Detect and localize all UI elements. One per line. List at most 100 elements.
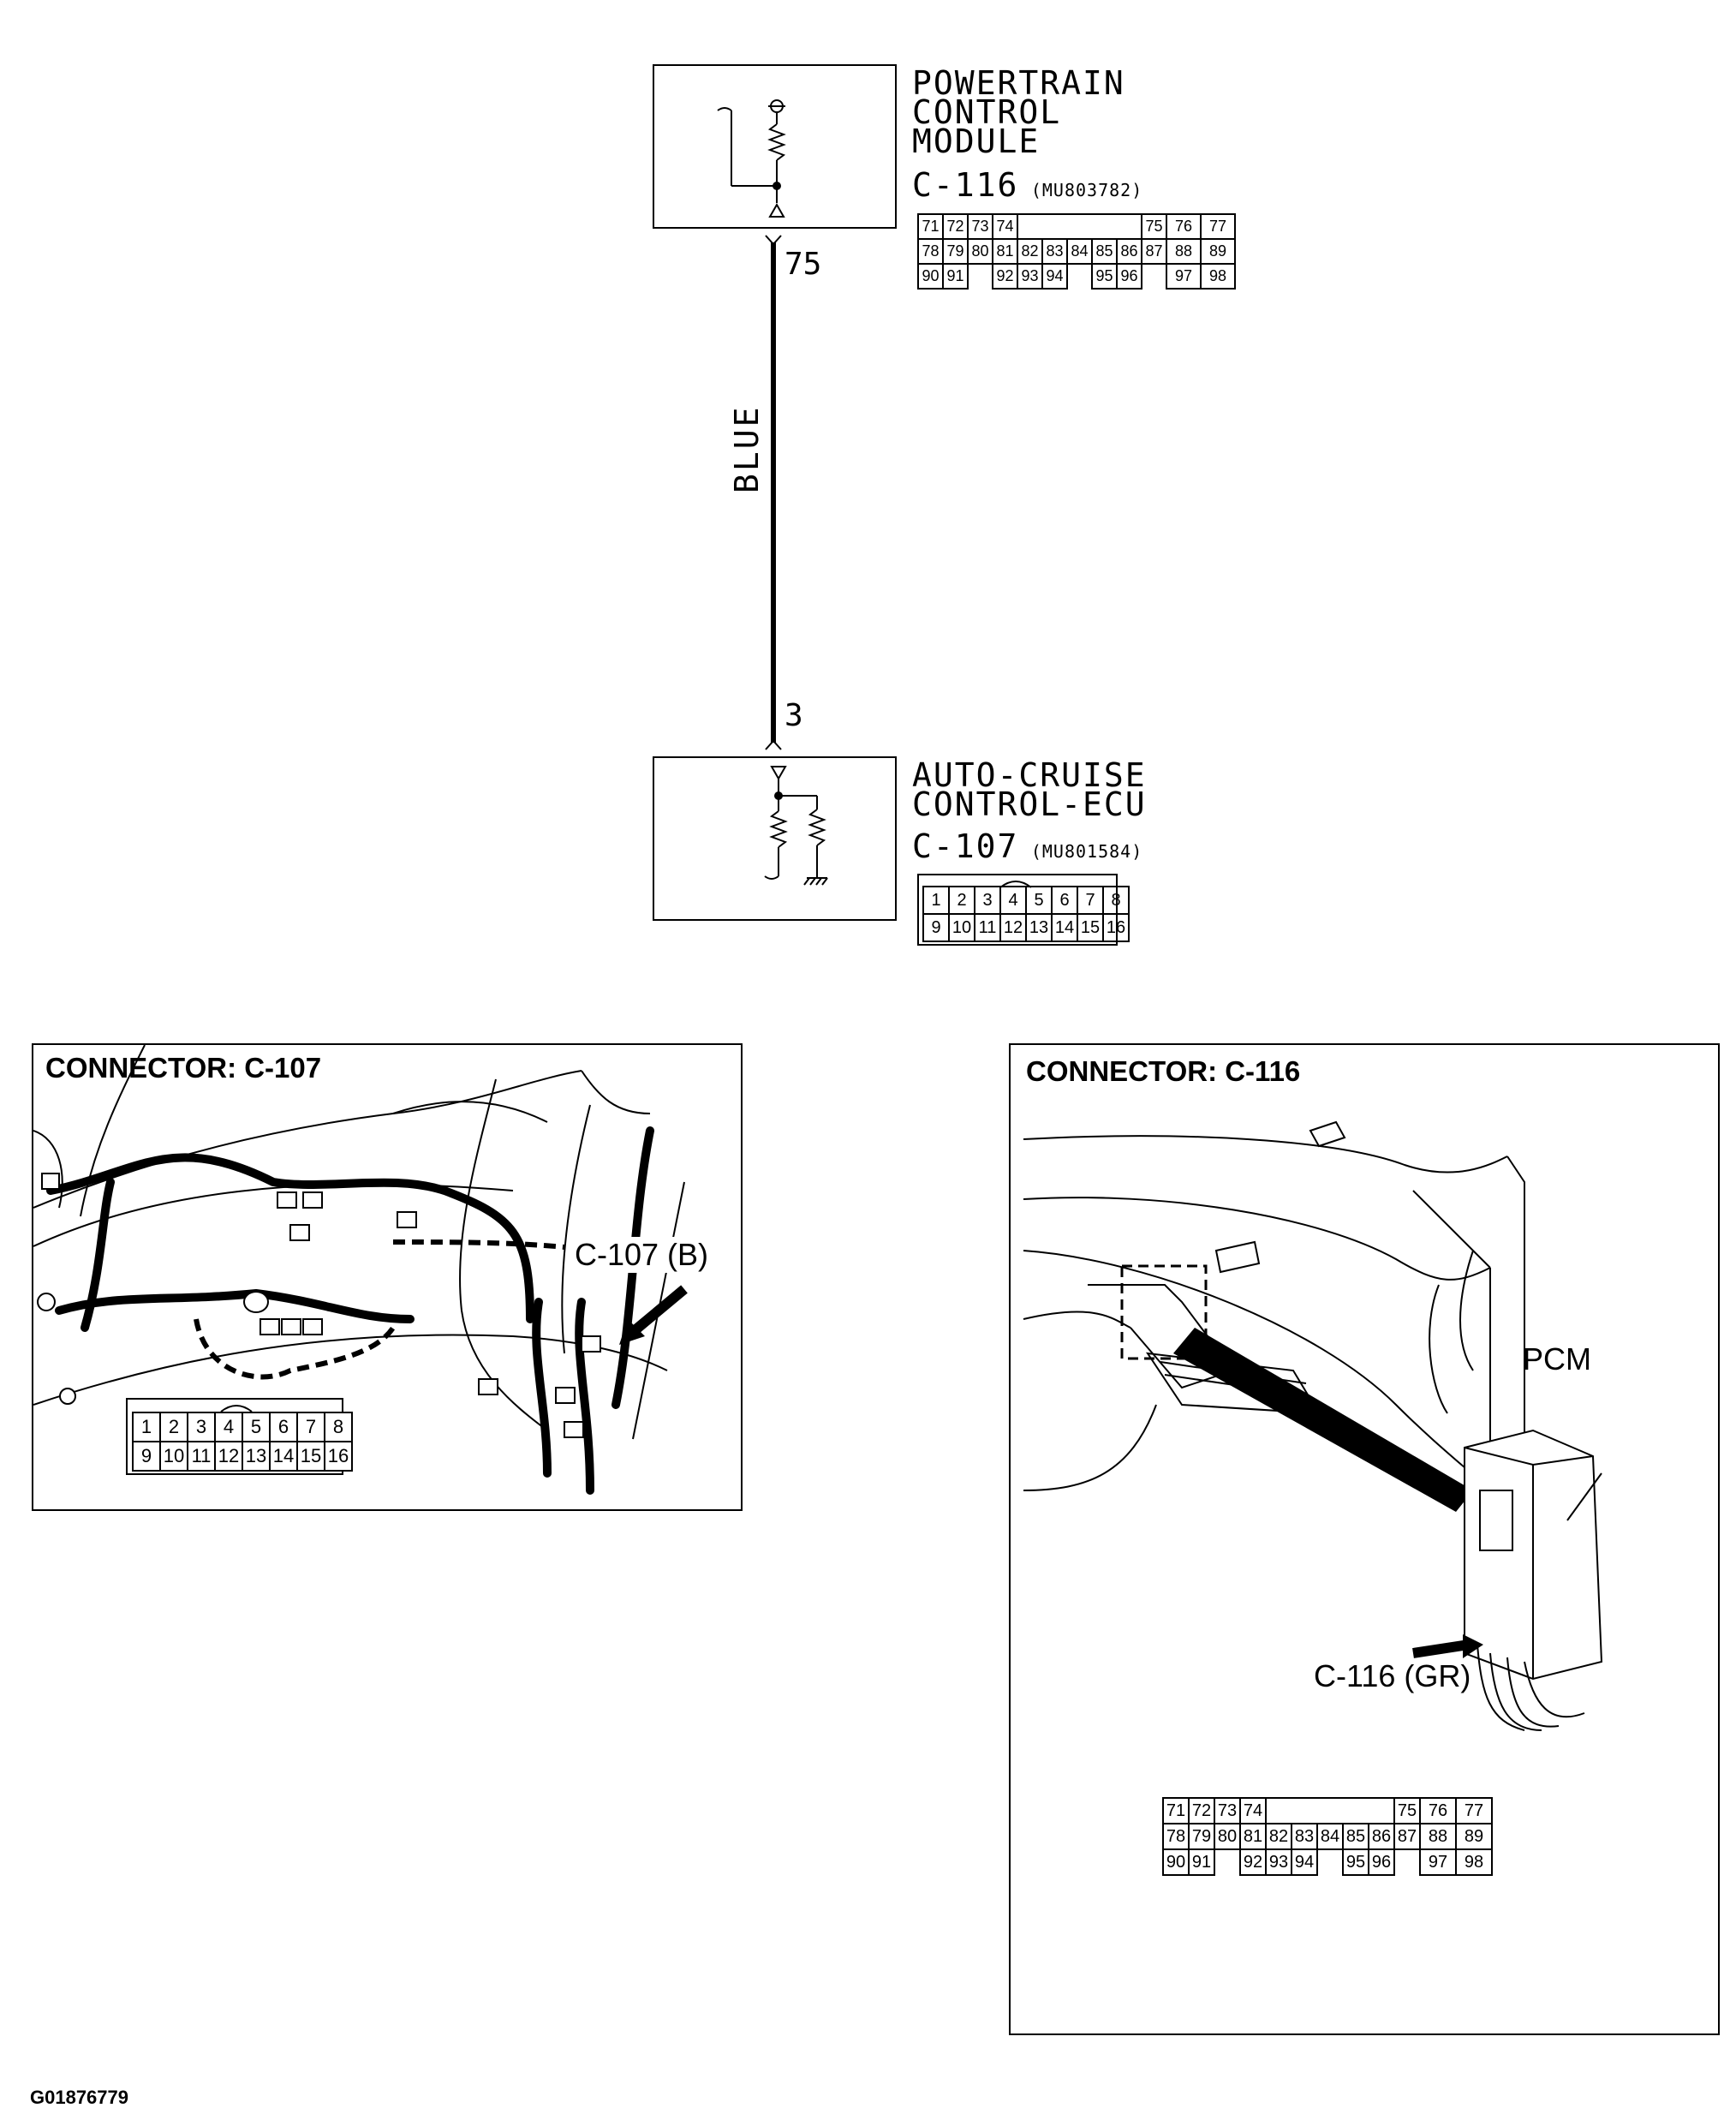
pin-cell: 92	[992, 263, 1018, 290]
ecu-internal-circuit	[764, 766, 828, 886]
ecu-connector-id: C-107	[912, 827, 1019, 865]
pin-cell: 75	[1141, 213, 1167, 240]
pin-cell: 80	[1214, 1823, 1241, 1850]
pin-cell: 11	[187, 1441, 216, 1472]
pin-cell: 87	[1393, 1823, 1421, 1850]
pin-cell: 78	[917, 238, 944, 265]
pin-cell-empty	[1317, 1797, 1343, 1824]
pin-cell: 82	[1017, 238, 1043, 265]
pcm-title-line-3: MODULE	[912, 122, 1041, 160]
pin-cell: 80	[967, 238, 993, 265]
pin-cell: 13	[242, 1441, 271, 1472]
pin-cell: 88	[1166, 238, 1202, 265]
pin-cell: 89	[1200, 238, 1236, 265]
pin-cell: 2	[159, 1412, 188, 1442]
pin-cell: 79	[1188, 1823, 1215, 1850]
pin-cell: 95	[1091, 263, 1118, 290]
c107-dashboard-harness-illustration	[33, 1045, 688, 1495]
c116-location-callout: C-116 (GR)	[1314, 1658, 1471, 1693]
pin-cell-empty	[1067, 213, 1092, 240]
ecu-title-line-2: CONTROL-ECU	[912, 785, 1147, 823]
c107-connector-lock-tab	[220, 1405, 253, 1412]
pin-cell: 92	[1239, 1848, 1267, 1876]
c116-panel-title: CONNECTOR: C-116	[1026, 1055, 1301, 1087]
connector-c107-panel: CONNECTOR: C-107	[32, 1043, 743, 1511]
pin-cell: 10	[159, 1441, 188, 1472]
pin-cell: 9	[132, 1441, 161, 1472]
pin-cell: 89	[1455, 1823, 1493, 1850]
pin-cell: 90	[917, 263, 944, 290]
pin-cell: 8	[1102, 886, 1130, 915]
pin-cell: 72	[1188, 1797, 1215, 1824]
pin-cell: 73	[1214, 1797, 1241, 1824]
pin-cell: 15	[296, 1441, 325, 1472]
pcm-part-number: (MU803782)	[1030, 180, 1143, 200]
pin-cell-empty	[1292, 1797, 1317, 1824]
pin-cell: 12	[999, 913, 1027, 942]
pin-cell-empty	[1092, 213, 1117, 240]
pin-cell: 97	[1419, 1848, 1457, 1876]
pin-cell: 78	[1162, 1823, 1190, 1850]
pcm-connector-label: C-116 (MU803782)	[912, 166, 1142, 204]
pin-cell: 82	[1265, 1823, 1292, 1850]
pin-cell: 6	[1051, 886, 1078, 915]
pin-cell-empty	[1067, 264, 1092, 289]
pin-cell: 71	[917, 213, 944, 240]
pin-cell: 83	[1291, 1823, 1318, 1850]
pin-cell-empty	[1117, 213, 1142, 240]
pcm-symbol-box	[653, 64, 897, 229]
pin-cell: 84	[1066, 238, 1093, 265]
pin-cell: 76	[1419, 1797, 1457, 1824]
pin-cell: 90	[1162, 1848, 1190, 1876]
pin-cell: 77	[1455, 1797, 1493, 1824]
pin-cell: 1	[132, 1412, 161, 1442]
pin-cell: 85	[1091, 238, 1118, 265]
pcm-pin-number: 75	[784, 247, 822, 282]
pin-cell: 94	[1041, 263, 1068, 290]
pin-cell: 86	[1116, 238, 1142, 265]
pin-cell: 98	[1200, 263, 1236, 290]
ecu-part-number: (MU801584)	[1030, 841, 1143, 862]
pin-cell-empty	[1042, 213, 1067, 240]
pin-cell: 88	[1419, 1823, 1457, 1850]
pin-cell: 85	[1342, 1823, 1369, 1850]
pin-cell: 83	[1041, 238, 1068, 265]
pcm-title-line-2: CONTROL	[912, 93, 1062, 131]
pin-cell: 1	[922, 886, 950, 915]
pin-cell: 16	[324, 1441, 353, 1472]
pin-cell: 93	[1265, 1848, 1292, 1876]
connector-c116-panel: CONNECTOR: C-116	[1009, 1043, 1720, 2035]
pin-cell: 76	[1166, 213, 1202, 240]
pin-cell: 4	[214, 1412, 243, 1442]
pin-cell: 6	[269, 1412, 298, 1442]
pin-cell: 13	[1025, 913, 1053, 942]
pin-cell: 14	[269, 1441, 298, 1472]
pin-cell: 81	[1239, 1823, 1267, 1850]
pin-cell: 5	[242, 1412, 271, 1442]
ecu-pin-number: 3	[784, 698, 803, 733]
pin-cell: 97	[1166, 263, 1202, 290]
pin-cell-empty	[1017, 213, 1042, 240]
pcm-title-line-1: POWERTRAIN	[912, 64, 1125, 102]
ecu-symbol-box	[653, 756, 897, 921]
pcm-connector-id: C-116	[912, 166, 1019, 204]
pin-cell: 86	[1368, 1823, 1395, 1850]
wire-color-label: BLUE	[728, 404, 766, 493]
pin-cell-empty	[1369, 1797, 1394, 1824]
pin-cell: 3	[187, 1412, 216, 1442]
pin-cell: 4	[999, 886, 1027, 915]
pin-cell: 73	[967, 213, 993, 240]
pin-cell: 2	[948, 886, 975, 915]
pin-cell: 77	[1200, 213, 1236, 240]
ecu-connector-label: C-107 (MU801584)	[912, 827, 1142, 865]
